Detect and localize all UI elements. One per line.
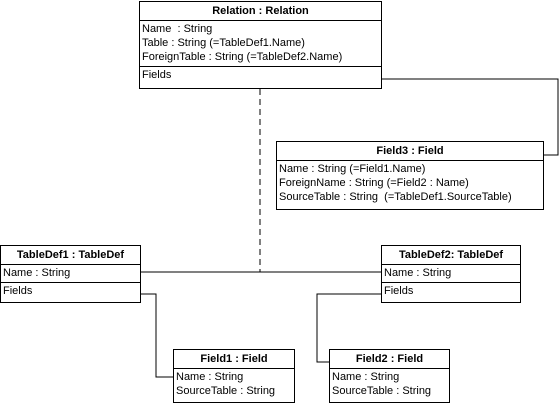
tabledef1-fields: Fields — [3, 285, 33, 297]
connector-tabledef1-field1 — [140, 293, 174, 378]
field1-attributes: Name : String SourceTable : String — [174, 369, 294, 400]
relation-attr-name: Name : String — [142, 23, 213, 35]
relation-attr-foreigntable: ForeignTable : String (=TableDef2.Name) — [142, 51, 343, 63]
field3-title: Field3 : Field — [277, 142, 543, 161]
field1-box: Field1 : Field Name : String SourceTable… — [173, 349, 295, 403]
relation-fields: Fields — [142, 69, 172, 81]
field3-attr-name: Name : String (=Field1.Name) — [279, 163, 426, 175]
field1-attr-sourcetable: SourceTable : String — [176, 385, 276, 397]
field3-attr-foreignname: ForeignName : String (=Field2 : Name) — [279, 177, 469, 189]
field1-attr-name: Name : String — [176, 371, 244, 383]
relation-attr-table: Table : String (=TableDef1.Name) — [142, 37, 305, 49]
tabledef2-collections: Fields — [382, 283, 520, 300]
connector-relation-field3 — [381, 78, 559, 156]
field2-box: Field2 : Field Name : String SourceTable… — [329, 349, 450, 403]
tabledef2-box: TableDef2: TableDef Name : String Fields — [381, 245, 521, 303]
tabledef1-attr-name: Name : String — [3, 267, 71, 279]
tabledef1-box: TableDef1 : TableDef Name : String Field… — [0, 245, 141, 303]
tabledef2-attr-name: Name : String — [384, 267, 452, 279]
relation-box: Relation : Relation Name : String Table … — [139, 1, 382, 89]
field2-attr-name: Name : String — [332, 371, 400, 383]
field1-title: Field1 : Field — [174, 350, 294, 369]
tabledef1-attributes: Name : String — [1, 265, 140, 283]
tabledef1-title: TableDef1 : TableDef — [1, 246, 140, 265]
tabledef2-attributes: Name : String — [382, 265, 520, 283]
field3-box: Field3 : Field Name : String (=Field1.Na… — [276, 141, 544, 210]
field3-attributes: Name : String (=Field1.Name) ForeignName… — [277, 161, 543, 206]
tabledef2-fields: Fields — [384, 285, 414, 297]
field2-attr-sourcetable: SourceTable : String — [332, 385, 432, 397]
field2-attributes: Name : String SourceTable : String — [330, 369, 449, 400]
tabledef2-title: TableDef2: TableDef — [382, 246, 520, 265]
connector-tabledef2-field2 — [316, 293, 382, 363]
relation-collections: Fields — [140, 67, 381, 84]
relation-title: Relation : Relation — [140, 2, 381, 21]
field3-attr-sourcetable: SourceTable : String (=TableDef1.SourceT… — [279, 191, 512, 203]
field2-title: Field2 : Field — [330, 350, 449, 369]
relation-attributes: Name : String Table : String (=TableDef1… — [140, 21, 381, 67]
tabledef1-collections: Fields — [1, 283, 140, 300]
